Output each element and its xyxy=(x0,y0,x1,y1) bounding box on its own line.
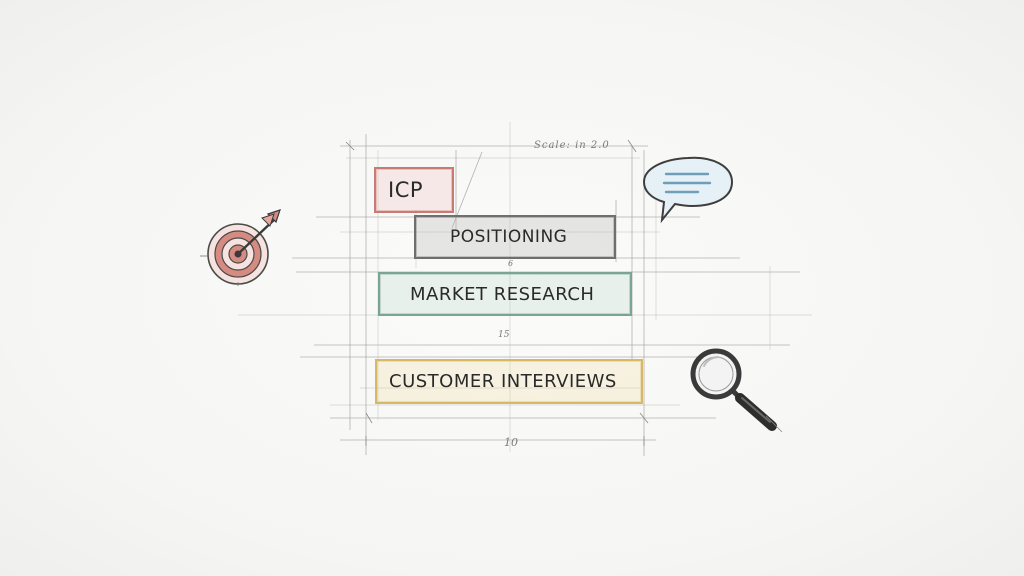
bar-customer-interviews-label: CUSTOMER INTERVIEWS xyxy=(389,371,617,392)
dimension-label-small: 6 xyxy=(508,259,514,268)
magnifying-glass-icon xyxy=(690,348,783,433)
bar-market-research-label: MARKET RESEARCH xyxy=(410,283,595,305)
dimension-label-middle: 15 xyxy=(498,330,510,340)
bar-market-research: MARKET RESEARCH xyxy=(378,272,632,316)
speech-bubble-icon xyxy=(642,156,734,224)
bar-icp-label: ICP xyxy=(388,178,424,202)
dimension-label-bottom: 10 xyxy=(504,436,518,449)
bar-customer-interviews: CUSTOMER INTERVIEWS xyxy=(375,359,643,404)
bar-positioning: POSITIONING xyxy=(414,215,616,259)
bar-positioning-label: POSITIONING xyxy=(450,227,568,247)
bar-icp: ICP xyxy=(374,167,454,213)
target-dart-icon xyxy=(200,209,281,286)
scale-annotation: Scale: in 2.0 xyxy=(534,140,610,151)
